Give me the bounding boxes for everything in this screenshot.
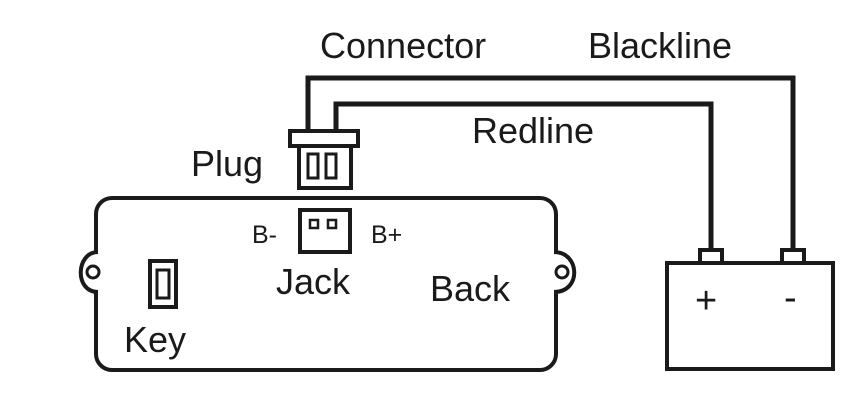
jack-pin-right xyxy=(326,218,338,230)
back-label: Back xyxy=(430,268,511,309)
battery-plus-sign: + xyxy=(695,280,717,322)
black-wire xyxy=(305,75,796,250)
b-minus-label: B- xyxy=(252,221,277,249)
red-wire xyxy=(333,101,714,250)
key-label: Key xyxy=(124,319,186,360)
battery-body xyxy=(665,261,835,371)
battery-minus-sign: - xyxy=(784,277,797,319)
key-switch-inner xyxy=(155,268,171,300)
mount-hole-left xyxy=(85,264,101,280)
plug-head xyxy=(288,129,360,148)
redline-label: Redline xyxy=(472,110,594,151)
wires xyxy=(305,75,796,250)
jack-socket xyxy=(298,208,352,254)
battery xyxy=(665,248,835,371)
connector-label: Connector xyxy=(320,25,486,66)
jack-pin-left xyxy=(308,218,320,230)
b-plus-label: B+ xyxy=(371,221,402,249)
plug-label: Plug xyxy=(191,143,263,184)
plug-pin-right xyxy=(324,152,338,180)
blackline-label: Blackline xyxy=(588,25,732,66)
plug xyxy=(288,129,360,190)
jack-label: Jack xyxy=(276,261,351,302)
mount-hole-right xyxy=(554,264,570,280)
plug-pin-left xyxy=(306,152,320,180)
device-back-panel xyxy=(78,196,577,372)
